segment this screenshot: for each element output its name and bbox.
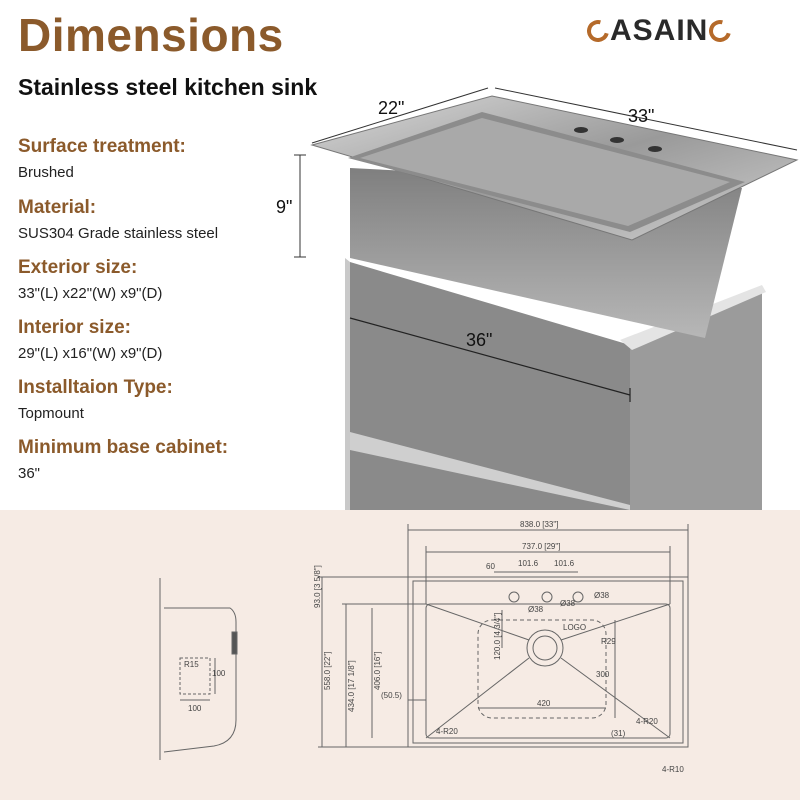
dim-deck-depth: 93.0 [3 5/8"] (313, 565, 322, 608)
dim-inner-length: 737.0 [29"] (522, 542, 560, 551)
brand-ring-icon (582, 15, 614, 47)
cabinet-side (630, 290, 762, 510)
spec-label: Surface treatment: (18, 136, 186, 157)
brand-logo: ASAIN (582, 14, 736, 48)
cabinet-shelf (350, 432, 630, 510)
brand-name: ASAIN (610, 14, 709, 47)
spec-interior: Interior size: 29"(L) x16"(W) x9"(D) (18, 317, 162, 362)
spec-install: Installtaion Type: Topmount (18, 377, 173, 422)
dim-hole-spacing-2: 101.6 (554, 559, 575, 568)
dim-hole-spacing-1: 101.6 (518, 559, 539, 568)
dim-hole-offset: 60 (486, 562, 495, 571)
side-r15: R15 (184, 660, 199, 669)
dim-cabinet-label: 36" (466, 330, 492, 350)
dim-hole-d1: Ø38 (528, 605, 544, 614)
dim-drain-offset: 120.0 [4 3/4"] (493, 613, 502, 660)
spec-surface: Surface treatment: Brushed (18, 136, 186, 181)
dim-corner-right: 4-R20 (636, 717, 658, 726)
dim-overall-width: 558.0 [22"] (323, 652, 332, 690)
side-dim-100a: 100 (188, 704, 202, 713)
dim-outer-corner: 4-R10 (662, 765, 684, 774)
dim-inner-width: 406.0 [16"] (373, 652, 382, 690)
dim-width-label: 22" (378, 98, 404, 118)
dim-bottom-height: 300 (596, 670, 610, 679)
brand-ring-icon (705, 15, 736, 47)
dim-hole-d2: Ø38 (560, 599, 576, 608)
spec-cabinet: Minimum base cabinet: 36" (18, 437, 228, 482)
dim-front-gap: (31) (611, 729, 626, 738)
spec-value: Topmount (18, 405, 84, 422)
dim-length-label: 33" (628, 106, 654, 126)
faucet-hole-icon (610, 137, 624, 143)
spec-material: Material: SUS304 Grade stainless steel (18, 197, 218, 242)
dim-overall-length: 838.0 [33"] (520, 520, 558, 529)
spec-value: 36" (18, 465, 41, 482)
dim-basin-width: 434.0 [17 1/8"] (347, 660, 356, 712)
page-subtitle: Stainless steel kitchen sink (18, 74, 318, 100)
spec-value: SUS304 Grade stainless steel (18, 225, 219, 242)
spec-value: 29"(L) x16"(W) x9"(D) (18, 345, 163, 362)
spec-value: Brushed (18, 164, 74, 181)
drawing-logo: LOGO (563, 623, 586, 632)
spec-value: 33"(L) x22"(W) x9"(D) (18, 285, 163, 302)
technical-drawing-panel (0, 510, 800, 800)
spec-label: Minimum base cabinet: (18, 437, 229, 458)
faucet-hole-icon (648, 146, 662, 152)
cabinet-left-panel (345, 258, 350, 510)
dim-hole-d3: Ø38 (594, 591, 610, 600)
spec-label: Interior size: (18, 317, 131, 338)
faucet-hole-icon (574, 127, 588, 133)
technical-drawing: 838.0 [33"] 737.0 [29"] 60 101.6 101.6 Ø… (159, 520, 689, 774)
dim-depth-label: 9" (276, 197, 292, 217)
dim-side-gap: (50.5) (381, 691, 402, 700)
spec-label: Material: (18, 197, 97, 218)
dim-bottom-width: 420 (537, 699, 551, 708)
cabinet-body (350, 262, 630, 510)
spec-label: Installtaion Type: (18, 377, 173, 398)
side-dim-100b: 100 (212, 669, 226, 678)
sink-bowl-inner (360, 118, 730, 226)
dim-corner-left: 4-R20 (436, 727, 458, 736)
page-title: Dimensions (18, 9, 284, 61)
spec-label: Exterior size: (18, 257, 138, 278)
spec-exterior: Exterior size: 33"(L) x22"(W) x9"(D) (18, 257, 162, 302)
dim-r29: R29 (601, 637, 616, 646)
sink-illustration: 22" 33" 9" 36" (276, 87, 799, 510)
